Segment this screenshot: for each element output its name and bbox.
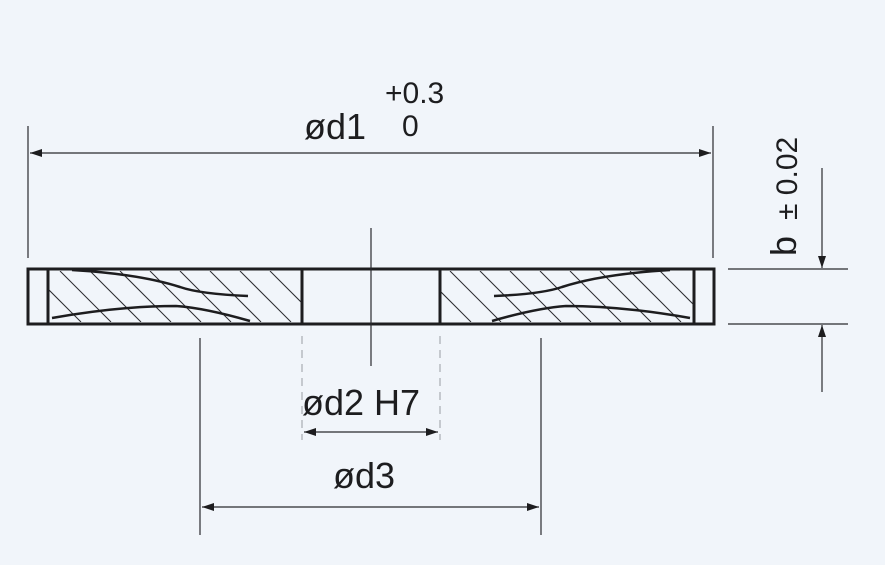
label-d3: ød3	[333, 455, 395, 496]
label-b-tolerance: ± 0.02	[771, 137, 804, 220]
section-hatch-right	[440, 271, 694, 322]
dimension-b	[728, 168, 848, 392]
dimension-d1	[27, 126, 714, 258]
label-b: b	[763, 236, 804, 256]
label-d2: ød2 H7	[302, 382, 420, 423]
relief-curves	[51, 268, 691, 323]
label-d1: ød1	[304, 106, 366, 147]
label-d1-tolerance-upper: +0.3	[385, 77, 444, 110]
dimension-d2	[301, 336, 441, 440]
dimension-d3	[199, 338, 542, 535]
label-d1-tolerance-lower: 0	[402, 110, 419, 143]
